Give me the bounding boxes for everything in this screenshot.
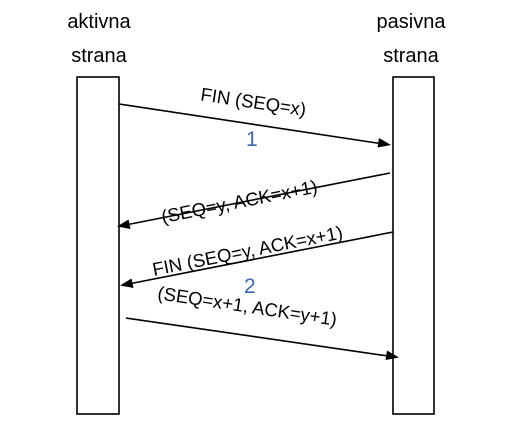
message-label-2: (SEQ=y, ACK=x+1) — [160, 176, 320, 227]
passive-side-lifeline — [392, 76, 435, 415]
message-arrow-2 — [117, 172, 391, 229]
message-arrow-3 — [120, 231, 394, 288]
active-side-label: aktivna strana — [67, 11, 131, 67]
message-arrow-4 — [125, 317, 399, 360]
message-label-3: FIN (SEQ=y, ACK=x+1) — [151, 222, 345, 280]
step-number-1: 1 — [246, 128, 258, 151]
active-side-label-line2: strana — [71, 45, 127, 67]
active-side-lifeline — [76, 76, 120, 415]
passive-side-label-line1: pasivna — [377, 11, 447, 33]
arrow-head-2 — [117, 219, 131, 229]
message-arrow-1 — [118, 103, 391, 148]
arrow-head-3 — [120, 278, 134, 288]
passive-side-label: pasivna strana — [377, 11, 447, 67]
arrow-head-4 — [385, 350, 399, 360]
step-number-2: 2 — [244, 275, 256, 298]
active-side-label-line1: aktivna — [67, 11, 131, 33]
passive-side-label-line2: strana — [383, 45, 439, 67]
arrow-head-1 — [377, 138, 391, 148]
message-label-1: FIN (SEQ=x) — [199, 83, 307, 119]
